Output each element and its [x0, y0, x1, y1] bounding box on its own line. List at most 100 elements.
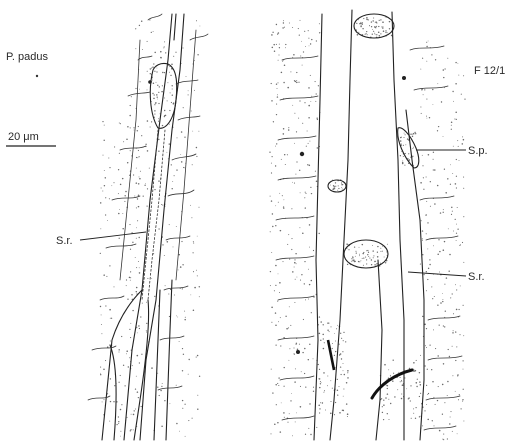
stipple-dot	[169, 403, 170, 404]
stipple-dot	[452, 211, 453, 212]
stipple-dot	[278, 273, 279, 274]
stipple-dot	[270, 271, 271, 272]
stipple-dot	[188, 420, 189, 421]
stipple-dot	[289, 413, 290, 414]
stipple-dot	[424, 410, 425, 411]
stipple-dot	[451, 207, 452, 208]
stipple-dot	[426, 201, 427, 202]
stipple-dot	[182, 400, 183, 401]
stipple-dot	[271, 252, 272, 253]
stipple-dot	[343, 396, 344, 397]
stipple-dot	[182, 370, 183, 371]
stipple-dot	[446, 277, 447, 278]
stipple-dot	[276, 104, 277, 105]
stipple-dot	[133, 429, 134, 430]
stipple-dot	[455, 331, 456, 332]
stipple-dot	[300, 55, 301, 56]
stipple-dot	[309, 165, 311, 167]
stipple-dot	[109, 198, 110, 199]
stipple-dot	[109, 167, 110, 168]
stipple-dot	[365, 257, 366, 258]
stipple-dot	[415, 133, 416, 134]
stipple-dot	[273, 121, 274, 122]
stipple-dot	[293, 347, 294, 348]
stipple-dot	[346, 243, 348, 245]
stipple-dot	[305, 192, 306, 193]
stipple-dot	[413, 413, 414, 414]
stipple-dot	[162, 85, 163, 86]
stipple-dot	[166, 152, 167, 153]
stipple-dot	[277, 301, 278, 302]
stipple-dot	[426, 42, 427, 43]
stipple-dot	[130, 337, 131, 338]
stipple-dot	[346, 382, 348, 384]
stipple-dot	[340, 366, 341, 367]
stipple-dot	[118, 382, 119, 383]
stipple-dot	[402, 384, 404, 386]
stipple-dot	[410, 385, 411, 386]
stipple-dot	[330, 380, 331, 381]
stipple-dot	[426, 46, 427, 47]
stipple-dot	[170, 92, 171, 93]
stipple-dot	[164, 46, 165, 47]
stipple-dot	[456, 240, 457, 241]
stipple-dot	[379, 20, 380, 21]
stipple-dot	[114, 286, 115, 287]
stipple-dot	[152, 80, 153, 81]
stipple-dot	[368, 19, 369, 20]
stipple-dot	[167, 100, 168, 101]
stipple-dot	[142, 303, 143, 304]
stipple-dot	[427, 248, 428, 249]
stipple-dot	[462, 242, 463, 243]
stipple-dot	[456, 233, 457, 234]
stipple-dot	[127, 162, 128, 163]
stipple-dot	[120, 409, 122, 411]
stipple-dot	[188, 359, 189, 360]
stipple-dot	[108, 157, 109, 158]
stipple-dot	[403, 145, 404, 146]
stipple-dot	[382, 246, 383, 247]
stipple-dot	[421, 89, 422, 90]
stipple-dot	[139, 25, 140, 26]
stipple-dot	[404, 133, 405, 134]
stipple-dot	[136, 287, 138, 289]
stipple-dot	[443, 69, 445, 71]
stipple-dot	[419, 381, 420, 382]
stipple-dot	[444, 241, 445, 242]
stipple-dot	[420, 384, 422, 386]
stipple-dot	[325, 410, 326, 411]
stipple-dot	[157, 68, 158, 69]
stipple-dot	[316, 181, 318, 183]
stipple-dot	[450, 411, 451, 412]
stipple-dot	[452, 91, 453, 92]
stipple-dot	[456, 346, 457, 347]
stipple-dot	[336, 328, 337, 329]
stipple-dot	[147, 188, 148, 189]
stipple-dot	[185, 317, 186, 318]
stipple-dot	[463, 421, 464, 422]
stipple-dot	[309, 344, 310, 345]
stipple-dot	[452, 293, 453, 294]
stipple-dot	[333, 188, 334, 189]
stipple-dot	[457, 229, 458, 230]
stipple-dot	[271, 83, 272, 84]
stipple-dot	[413, 408, 414, 409]
stipple-dot	[424, 89, 425, 90]
stipple-dot	[280, 317, 281, 318]
stipple-dot	[304, 283, 305, 284]
stipple-dot	[158, 118, 159, 119]
stipple-dot	[320, 381, 321, 382]
stipple-dot	[367, 34, 368, 35]
stipple-dot	[400, 140, 402, 142]
stipple-dot	[320, 383, 321, 384]
stipple-dot	[183, 167, 184, 168]
stipple-dot	[421, 113, 422, 114]
stipple-dot	[343, 370, 344, 371]
stipple-dot	[113, 182, 114, 183]
stipple-dot	[373, 255, 374, 256]
stipple-dot	[313, 250, 314, 251]
stipple-dot	[180, 154, 181, 155]
stipple-dot	[385, 397, 387, 399]
stipple-dot	[278, 202, 279, 203]
stipple-dot	[161, 91, 163, 93]
